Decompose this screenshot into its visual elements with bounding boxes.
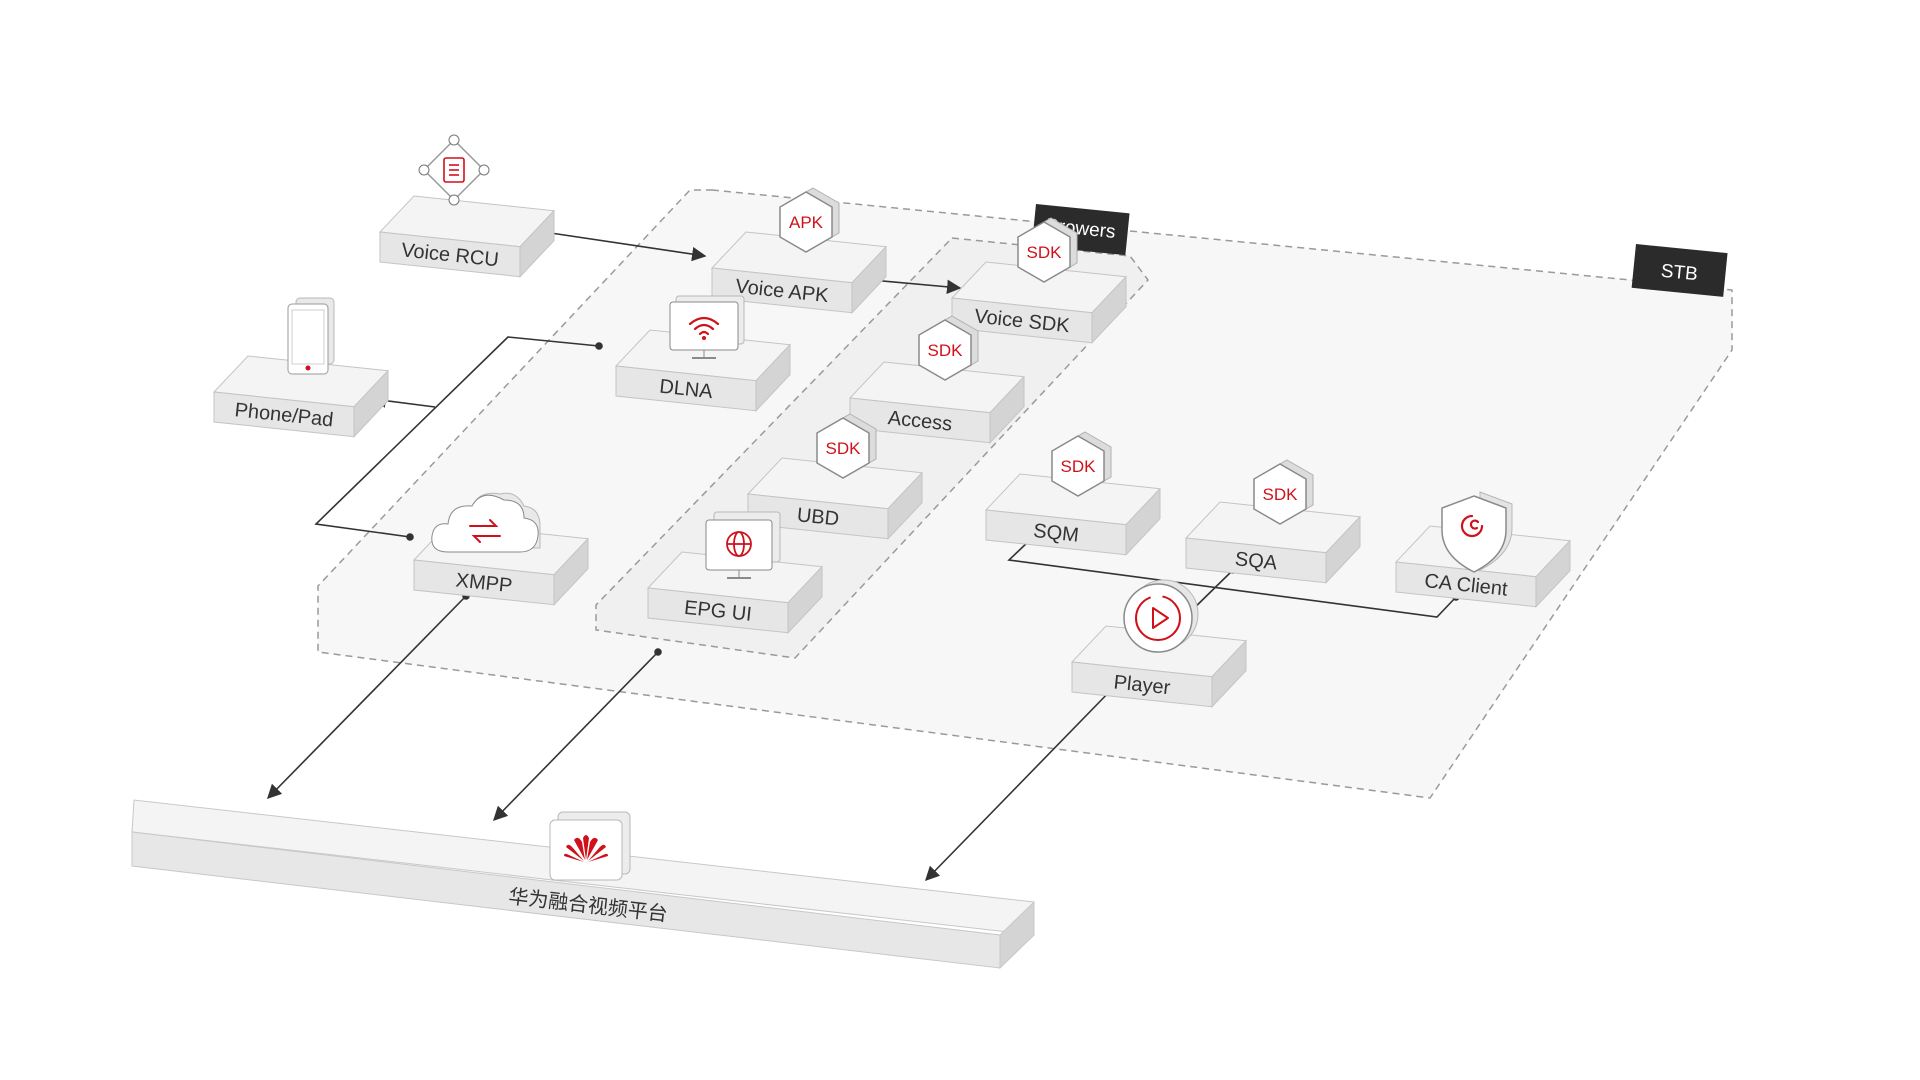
access-block: Access <box>848 361 1026 444</box>
ubd-label: UBD <box>796 504 840 530</box>
sdk-badge-icon: SDK <box>1051 431 1112 497</box>
sdk-badge-icon: SDK <box>1253 459 1314 525</box>
phone-pad-block: Phone/Pad <box>212 355 390 438</box>
stb-tag-label: STB <box>1660 261 1699 286</box>
voice-sdk-block: Voice SDK <box>950 261 1128 344</box>
ubd-block: UBD <box>746 457 924 540</box>
phone-icon <box>287 297 335 375</box>
dlna-block: DLNA <box>614 329 792 412</box>
sdk-badge-icon: SDK <box>816 413 877 479</box>
connector-browsers-to-platform <box>492 648 662 822</box>
huawei-logo-icon <box>549 811 631 881</box>
player-block: Player <box>1070 625 1248 708</box>
stb-tag: STB <box>1631 243 1728 297</box>
apk-badge-icon: APK <box>779 187 840 253</box>
apk-badge-label: APK <box>789 213 824 232</box>
sdk-badge-icon: SDK <box>918 315 979 381</box>
video-platform: 华为融合视频平台 <box>131 799 1035 970</box>
hexagon-badges: APK SDK SDK SDK SDK SDK <box>779 187 1314 525</box>
voice-rcu-icon <box>418 134 490 206</box>
sdk-badge-label: SDK <box>826 439 862 458</box>
ca-client-block: CA Client <box>1394 525 1572 608</box>
wifi-monitor-icon <box>669 295 745 359</box>
sqa-block: SQA <box>1184 501 1362 584</box>
sdk-badge-label: SDK <box>1263 485 1299 504</box>
sdk-badge-label: SDK <box>1027 243 1063 262</box>
sdk-badge-label: SDK <box>1061 457 1097 476</box>
globe-monitor-icon <box>705 511 781 579</box>
sqm-label: SQM <box>1032 520 1080 547</box>
sqm-block: SQM <box>984 473 1162 556</box>
play-icon <box>1123 579 1199 653</box>
sdk-badge-icon: SDK <box>1017 217 1078 283</box>
service-blocks: Voice RCU Voice APK Voice SDK DLNA Phone/Pad… <box>212 195 1572 708</box>
sdk-badge-label: SDK <box>928 341 964 360</box>
shield-icon <box>1441 491 1513 573</box>
cloud-exchange-icon <box>431 492 541 553</box>
voice-rcu-block: Voice RCU <box>378 195 556 278</box>
voice-apk-block: Voice APK <box>710 231 888 314</box>
connectors <box>266 228 1460 882</box>
sqa-label: SQA <box>1234 548 1279 574</box>
